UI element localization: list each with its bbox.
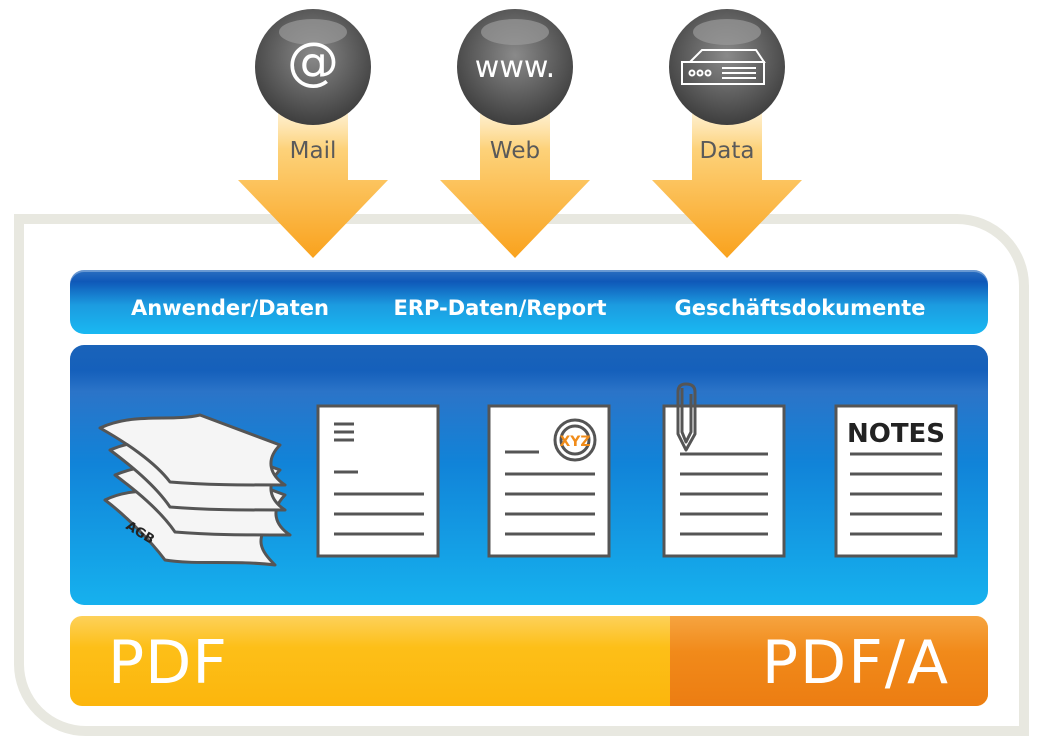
pdfa-label: PDF/A — [761, 628, 950, 698]
source-label-web: Web — [489, 138, 541, 164]
output-bar: PDF PDF/A — [70, 616, 988, 706]
stamp-label: XYZ — [559, 434, 590, 450]
pdf-label: PDF — [108, 628, 228, 698]
at-sign-icon: @ — [287, 32, 339, 92]
category-bar — [70, 270, 988, 334]
category-erp-daten-report: ERP-Daten/Report — [393, 296, 607, 320]
www-icon: www. — [474, 50, 556, 85]
category-anwender-daten: Anwender/Daten — [131, 296, 329, 320]
mail-arrow-icon — [238, 9, 388, 258]
text-document-icon — [316, 404, 440, 558]
notes-document-icon: NOTES — [834, 404, 958, 558]
stamp-document-icon: XYZ — [487, 404, 611, 558]
pdfa-segment: PDF/A — [670, 616, 988, 706]
paperclip-icon — [676, 382, 697, 452]
source-label-data: Data — [699, 138, 755, 164]
source-mail: @ Mail — [238, 0, 418, 264]
web-arrow-icon — [440, 9, 590, 258]
agb-document-stack-icon: AGB — [98, 413, 292, 567]
category-geschaeftsdokumente: Geschäftsdokumente — [674, 296, 926, 320]
data-arrow-icon — [652, 9, 802, 258]
server-icon — [681, 49, 766, 85]
source-data: Data — [652, 0, 832, 264]
notes-label: NOTES — [847, 419, 945, 449]
source-label-mail: Mail — [289, 138, 337, 164]
attachment-document-icon — [662, 382, 786, 558]
source-web: www. Web — [440, 0, 620, 264]
